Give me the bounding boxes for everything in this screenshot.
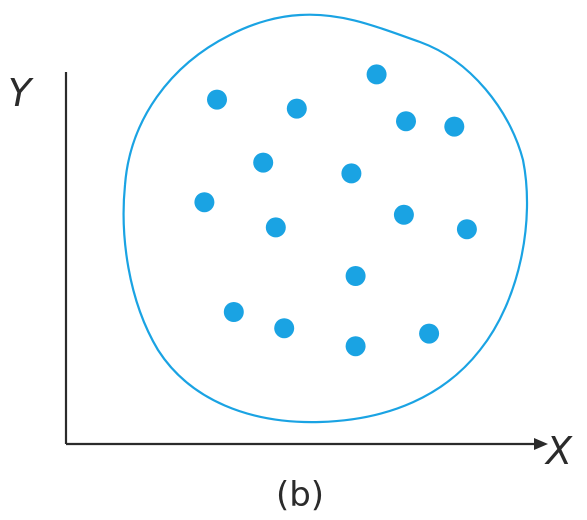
- data-point-13: [223, 302, 244, 322]
- data-point-11: [456, 219, 477, 240]
- x-axis-arrowhead: [534, 438, 548, 450]
- data-point-14: [274, 318, 295, 339]
- scatter-points: [194, 64, 477, 357]
- data-point-7: [341, 163, 362, 184]
- data-point-5: [444, 116, 465, 137]
- data-point-12: [345, 266, 366, 286]
- data-point-10: [393, 204, 414, 225]
- data-point-6: [253, 152, 274, 173]
- data-point-15: [345, 336, 366, 357]
- x-axis-label: X: [544, 429, 573, 473]
- data-point-9: [265, 217, 286, 238]
- y-axis-label: Y: [8, 71, 34, 115]
- data-point-8: [194, 192, 215, 213]
- data-point-1: [207, 89, 227, 110]
- data-point-4: [396, 111, 416, 132]
- data-point-2: [286, 98, 307, 119]
- panel-label: (b): [276, 475, 324, 515]
- data-point-3: [366, 64, 387, 85]
- cluster-outline: [122, 13, 529, 424]
- data-point-16: [419, 323, 440, 344]
